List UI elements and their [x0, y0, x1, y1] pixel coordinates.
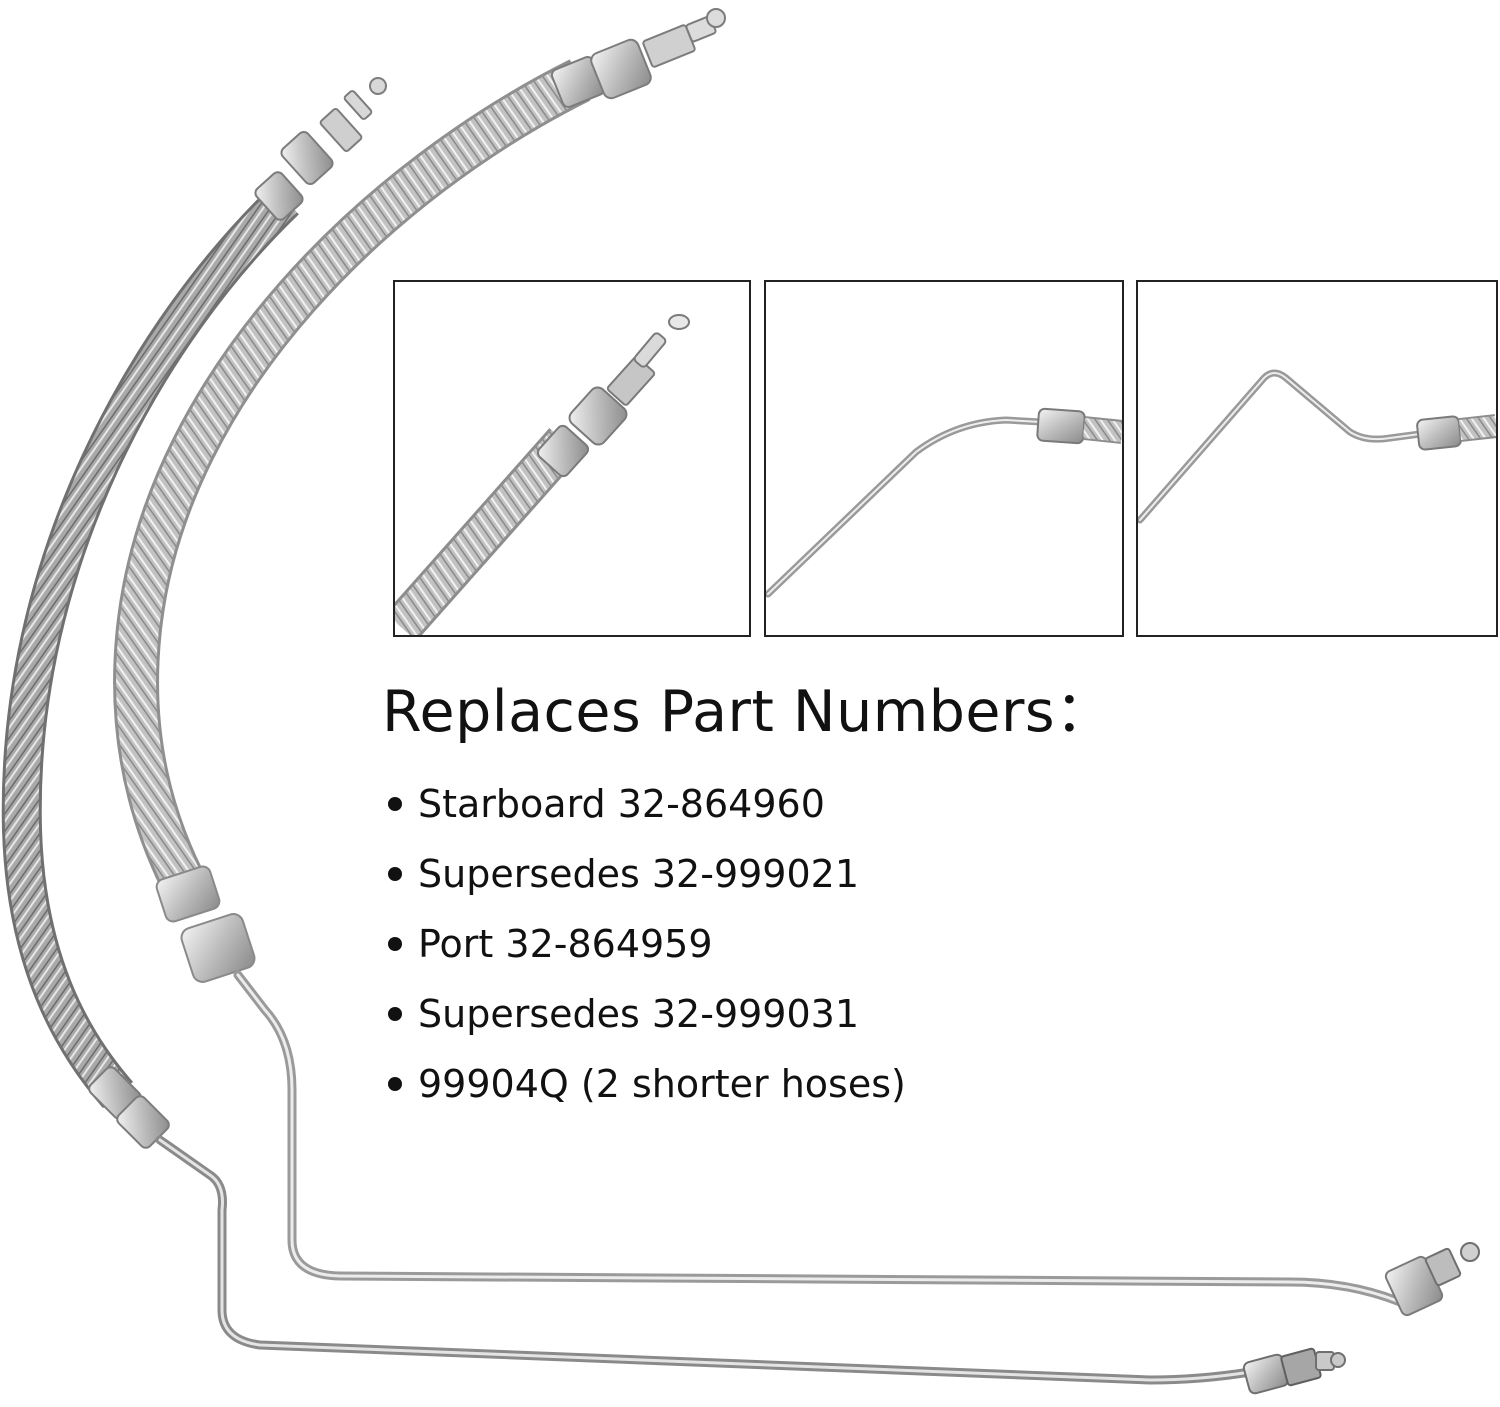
list-item: Supersedes 32-999031 — [384, 981, 906, 1051]
part-number-text: Supersedes 32-999021 — [418, 852, 860, 896]
list-item: 99904Q (2 shorter hoses) — [384, 1051, 906, 1121]
part-numbers-heading: Replaces Part Numbers： — [382, 679, 1113, 745]
bullet-icon — [388, 1077, 402, 1091]
list-item: Starboard 32-864960 — [384, 771, 906, 841]
bullet-icon — [388, 867, 402, 881]
left-hose-top-fitting — [254, 77, 387, 221]
list-item: Supersedes 32-999021 — [384, 841, 906, 911]
bullet-icon — [388, 797, 402, 811]
part-number-text: 99904Q (2 shorter hoses) — [418, 1062, 906, 1106]
detail-image-tube-double-bend — [1136, 280, 1498, 637]
left-tube-end-fitting — [1242, 1347, 1346, 1395]
tube-double-bend-closeup — [1138, 369, 1496, 524]
right-tube-end-fitting — [1384, 1242, 1480, 1317]
left-hose-bottom-fitting — [88, 1066, 170, 1149]
part-numbers-list: Starboard 32-864960 Supersedes 32-999021… — [384, 771, 906, 1121]
right-hose — [113, 8, 1480, 1317]
part-number-text: Supersedes 32-999031 — [418, 992, 860, 1036]
list-item: Port 32-864959 — [384, 911, 906, 981]
bullet-icon — [388, 937, 402, 951]
tube-bend-closeup — [766, 407, 1122, 598]
left-hose — [1, 77, 1346, 1395]
right-hose-top-fitting — [550, 8, 726, 108]
hose-end-closeup — [395, 314, 690, 635]
right-hose-bottom-fitting — [155, 865, 256, 983]
part-number-text: Port 32-864959 — [418, 922, 713, 966]
detail-image-hose-end — [393, 280, 751, 637]
bullet-icon — [388, 1007, 402, 1021]
detail-image-tube-bend — [764, 280, 1124, 637]
part-number-text: Starboard 32-864960 — [418, 782, 825, 826]
